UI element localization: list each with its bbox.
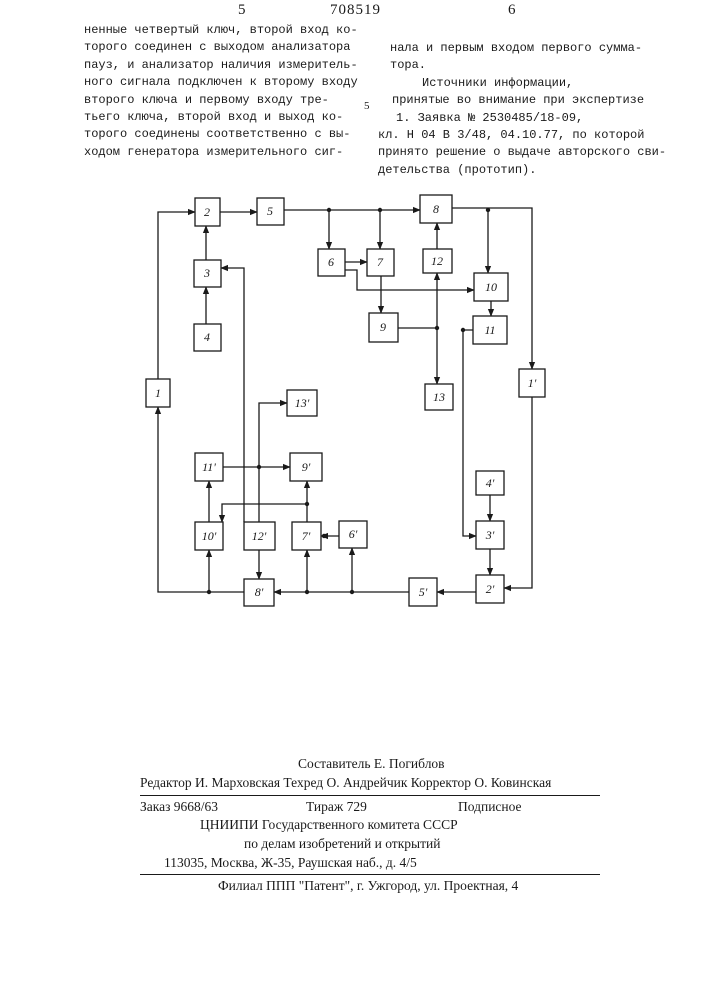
- block-label: 5': [419, 585, 428, 599]
- compiler-line: Составитель Е. Погиблов: [298, 754, 445, 773]
- block-diagram: 1 2 3 4 5 6 7 8 9 10 11 12: [0, 0, 707, 700]
- block-label: 1: [155, 386, 161, 400]
- block-12: 12: [423, 249, 452, 273]
- block-3-prime: 3': [476, 521, 504, 549]
- block-1-prime: 1': [519, 369, 545, 397]
- block-3: 3: [194, 260, 221, 287]
- block-label: 13: [433, 390, 445, 404]
- order-number: Заказ 9668/63: [140, 797, 218, 816]
- block-label: 5: [267, 204, 273, 218]
- block-label: 10': [202, 529, 217, 543]
- institute-name: ЦНИИПИ Государственного комитета СССР: [200, 815, 458, 834]
- block-4: 4: [194, 324, 221, 351]
- block-8: 8: [420, 195, 452, 223]
- block-4-prime: 4': [476, 471, 504, 495]
- institute-address: 113035, Москва, Ж-35, Раушская наб., д. …: [164, 853, 417, 872]
- circulation: Тираж 729: [306, 797, 367, 816]
- block-label: 10: [485, 280, 497, 294]
- block-label: 4': [486, 476, 495, 490]
- block-label: 2': [486, 582, 495, 596]
- block-11: 11: [473, 316, 507, 344]
- block-label: 1': [528, 376, 537, 390]
- block-label: 3': [485, 528, 495, 542]
- colophon-divider: [140, 795, 600, 796]
- block-label: 9': [302, 460, 311, 474]
- branch-address: Филиал ППП "Патент", г. Ужгород, ул. Про…: [218, 876, 518, 895]
- block-label: 12: [431, 254, 443, 268]
- block-9-prime: 9': [290, 453, 322, 481]
- block-11-prime: 11': [195, 453, 223, 481]
- block-label: 11': [202, 460, 216, 474]
- subscription: Подписное: [458, 797, 522, 816]
- block-6-prime: 6': [339, 521, 367, 548]
- block-7-prime: 7': [292, 522, 321, 550]
- block-7: 7: [367, 249, 394, 276]
- block-label: 2: [204, 205, 210, 219]
- block-label: 11: [484, 323, 495, 337]
- block-label: 6: [328, 255, 334, 269]
- block-13: 13: [425, 384, 453, 410]
- block-2: 2: [195, 198, 220, 226]
- block-9: 9: [369, 313, 398, 342]
- block-10-prime: 10': [195, 522, 223, 550]
- block-label: 13': [295, 396, 310, 410]
- block-label: 12': [252, 529, 267, 543]
- institute-department: по делам изобретений и открытий: [244, 834, 440, 853]
- editors-line: Редактор И. Марховская Техред О. Андрейч…: [140, 773, 551, 792]
- block-label: 7': [302, 529, 311, 543]
- block-8-prime: 8': [244, 579, 274, 606]
- block-5-prime: 5': [409, 578, 437, 606]
- block-10: 10: [474, 273, 508, 301]
- block-12-prime: 12': [244, 522, 275, 550]
- block-label: 4: [204, 330, 210, 344]
- block-1: 1: [146, 379, 170, 407]
- block-label: 8': [255, 585, 264, 599]
- block-label: 8: [433, 202, 439, 216]
- colophon-divider-bottom: [140, 874, 600, 875]
- block-label: 7: [377, 255, 384, 269]
- block-label: 6': [349, 527, 358, 541]
- block-label: 3: [203, 266, 210, 280]
- block-6: 6: [318, 249, 345, 276]
- block-5: 5: [257, 198, 284, 225]
- block-13-prime: 13': [287, 390, 317, 416]
- block-label: 9: [380, 320, 386, 334]
- block-2-prime: 2': [476, 575, 504, 603]
